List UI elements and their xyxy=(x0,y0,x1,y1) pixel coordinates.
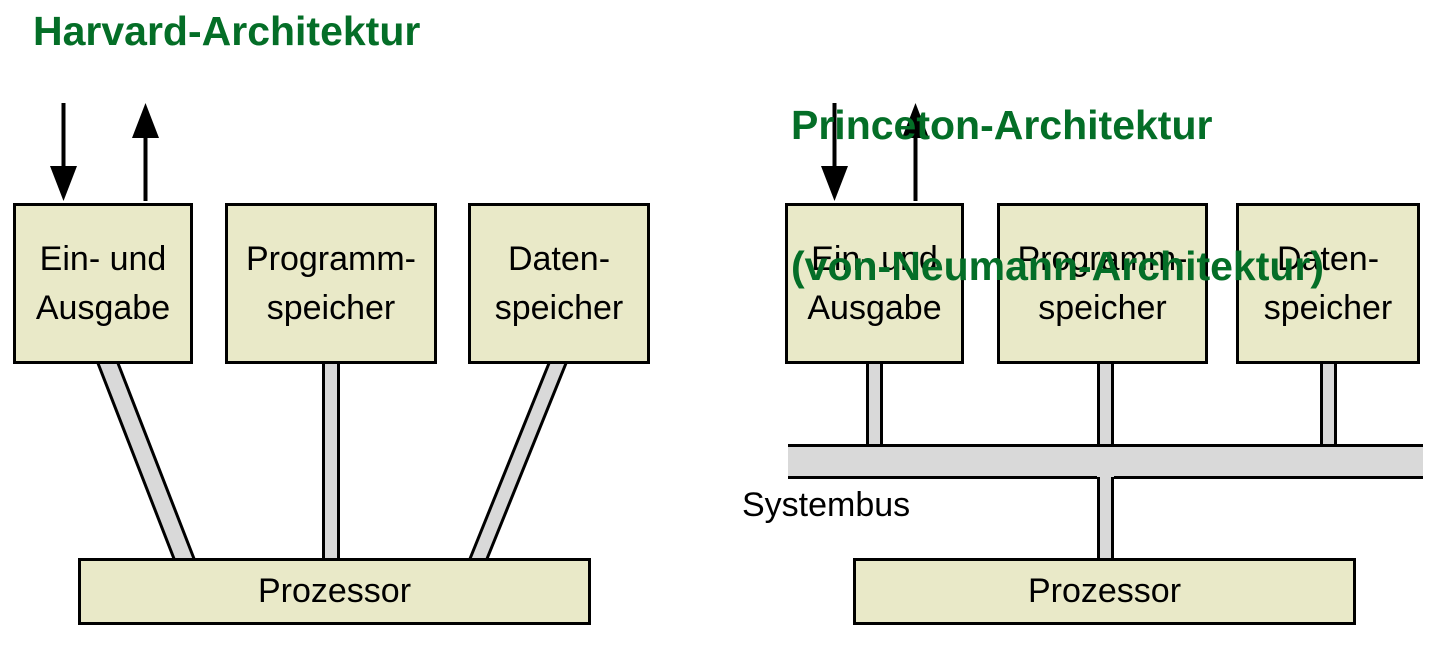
princeton-box-datenspeicher: Daten- speicher xyxy=(1236,203,1420,364)
harvard-input-arrow-icon xyxy=(50,103,77,201)
princeton-box-ein-ausgabe: Ein- und Ausgabe xyxy=(785,203,964,364)
harvard-title: Harvard-Architektur xyxy=(33,8,421,54)
box-label-line: Ausgabe xyxy=(807,288,942,327)
princeton-connector-processor xyxy=(1097,447,1114,560)
harvard-connector-io xyxy=(96,361,196,561)
harvard-box-programmspeicher: Programm- speicher xyxy=(225,203,437,364)
box-label-line: Ausgabe xyxy=(35,288,171,327)
princeton-title-line2: (von-Neumann-Architektur) xyxy=(791,243,1325,289)
harvard-connector-data xyxy=(468,361,568,561)
systembus-label: Systembus xyxy=(742,486,911,524)
box-label-line: speicher xyxy=(494,288,624,327)
princeton-connector-io xyxy=(866,362,883,446)
harvard-box-ein-ausgabe: Ein- und Ausgabe xyxy=(13,203,193,364)
princeton-input-arrow-icon xyxy=(821,103,848,201)
harvard-connector-program xyxy=(322,362,340,560)
harvard-box-datenspeicher: Daten- speicher xyxy=(468,203,650,364)
box-label-line: speicher xyxy=(1263,288,1393,327)
princeton-box-programmspeicher: Programm- speicher xyxy=(997,203,1208,364)
box-label-line: Programm- xyxy=(245,240,417,279)
princeton-box-prozessor: Prozessor xyxy=(853,558,1356,625)
princeton-output-arrow-icon xyxy=(902,103,929,201)
box-label-line: speicher xyxy=(266,288,396,327)
processor-label: Prozessor xyxy=(1027,572,1182,610)
box-label-line: Daten- xyxy=(1276,240,1380,279)
princeton-connector-program xyxy=(1097,362,1114,446)
box-label-line: Daten- xyxy=(507,240,611,279)
box-label-line: speicher xyxy=(1038,288,1167,327)
box-label-line: Ein- und xyxy=(39,240,167,279)
box-label-line: Programm- xyxy=(1017,240,1188,279)
princeton-connector-data xyxy=(1320,362,1337,446)
processor-label: Prozessor xyxy=(257,572,412,610)
princeton-title-line1: Princeton-Architektur xyxy=(791,102,1213,148)
harvard-output-arrow-icon xyxy=(132,103,159,201)
princeton-title: Princeton-Architektur (von-Neumann-Archi… xyxy=(791,8,1324,384)
harvard-box-prozessor: Prozessor xyxy=(78,558,591,625)
box-label-line: Ein- und xyxy=(811,240,938,279)
